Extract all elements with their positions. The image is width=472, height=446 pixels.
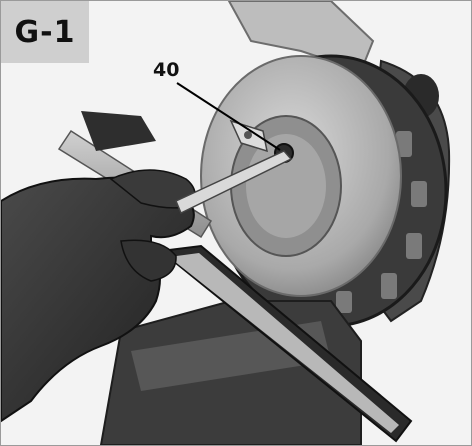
gloved-hand bbox=[1, 176, 195, 423]
callout-number: 40 bbox=[153, 59, 180, 81]
hex-wrench bbox=[175, 150, 293, 215]
figure-label: G-1 bbox=[1, 1, 89, 63]
callout-leader-line bbox=[176, 82, 281, 151]
